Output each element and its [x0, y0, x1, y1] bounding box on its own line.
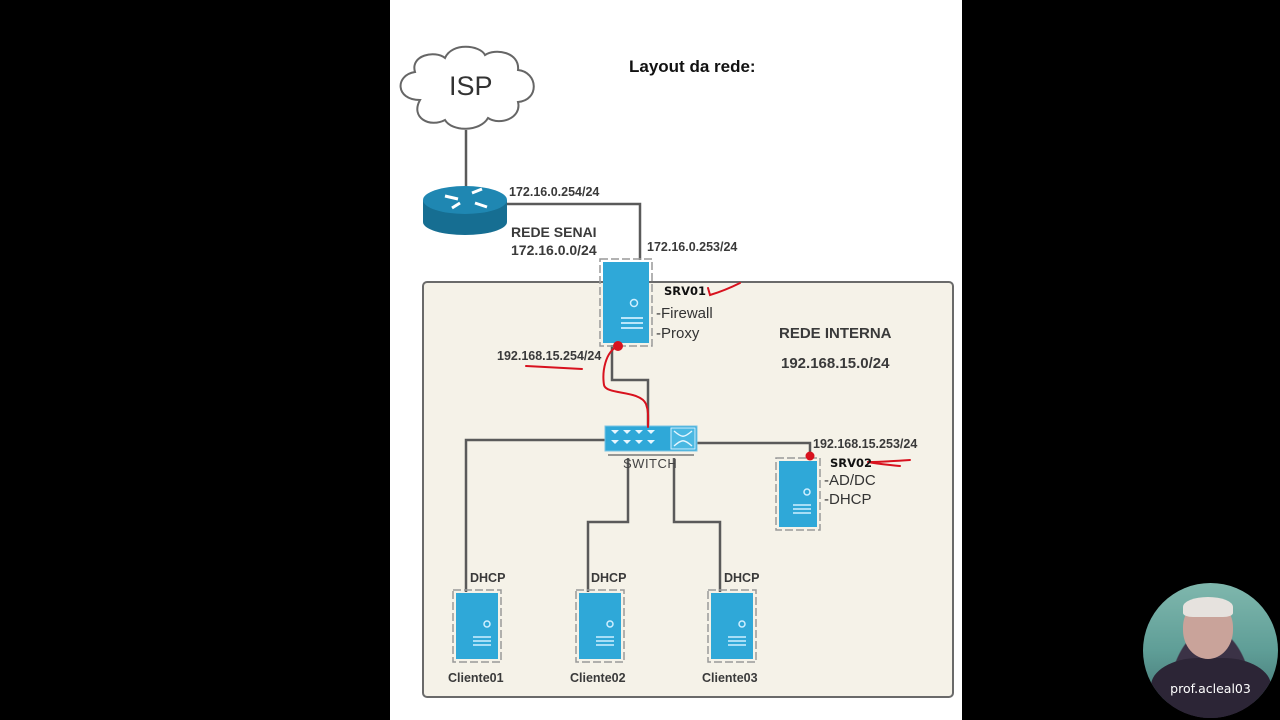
internal-ip-underline-annotation: [525, 365, 583, 370]
cliente02-name: Cliente02: [570, 671, 626, 685]
cliente03-name: Cliente03: [702, 671, 758, 685]
cliente03-computer-icon: [707, 589, 757, 663]
srv02-server-icon: [775, 457, 821, 531]
srv01-service-firewall: -Firewall: [656, 305, 713, 322]
cliente02-addressing: DHCP: [591, 571, 627, 585]
switch-icon: [604, 425, 698, 456]
srv02-service-addc: -AD/DC: [824, 472, 876, 489]
cliente01-name: Cliente01: [448, 671, 504, 685]
internal-network-name: REDE INTERNA: [779, 325, 892, 342]
link-router-srv01: [505, 202, 642, 260]
cliente03-addressing: DHCP: [724, 571, 760, 585]
link-switch-cliente01: [464, 438, 605, 592]
router-network-name: REDE SENAI: [511, 224, 597, 240]
webcam-person-body: [1151, 658, 1271, 718]
srv01-port-dot: [613, 341, 623, 351]
link-srv01-switch: [610, 345, 650, 427]
webcam-person-hair: [1183, 597, 1233, 617]
srv02-service-dhcp: -DHCP: [824, 491, 872, 508]
srv02-arrow-annotation: [867, 459, 911, 467]
router-interface-ip: 172.16.0.254/24: [509, 185, 600, 199]
srv01-service-proxy: -Proxy: [656, 325, 700, 342]
srv01-checkmark-annotation: [707, 282, 741, 297]
isp-cloud-icon: [399, 45, 535, 130]
srv01-name: SRV01: [664, 284, 707, 298]
srv02-port-dot: [805, 451, 815, 461]
cliente01-addressing: DHCP: [470, 571, 506, 585]
red-annotations: [525, 282, 911, 467]
switch-label: SWITCH: [623, 456, 678, 471]
srv01-external-ip: 172.16.0.253/24: [647, 240, 738, 254]
page-title: Layout da rede:: [629, 57, 756, 76]
router-icon: [423, 186, 507, 235]
internal-network-zone: [422, 281, 954, 698]
webcam-overlay: prof.acleal03: [1143, 583, 1278, 718]
webcam-username: prof.acleal03: [1170, 681, 1251, 696]
link-switch-cliente02: [586, 458, 630, 592]
network-diagram: [399, 45, 954, 698]
cliente02-computer-icon: [575, 589, 625, 663]
srv02-ip: 192.168.15.253/24: [813, 437, 918, 451]
internal-network-address: 192.168.15.0/24: [781, 355, 890, 372]
router-network-address: 172.16.0.0/24: [511, 242, 597, 258]
cliente01-computer-icon: [452, 589, 502, 663]
srv01-internal-ip: 192.168.15.254/24: [497, 349, 602, 363]
diagram-page: Layout da rede: ISP 172.16.0.254/24 REDE…: [390, 0, 962, 720]
srv01-server-icon: [599, 258, 653, 347]
srv02-name: SRV02: [830, 456, 873, 470]
isp-label: ISP: [449, 71, 493, 101]
srv01-switch-trace-annotation: [602, 345, 650, 428]
link-switch-cliente03: [672, 458, 722, 592]
